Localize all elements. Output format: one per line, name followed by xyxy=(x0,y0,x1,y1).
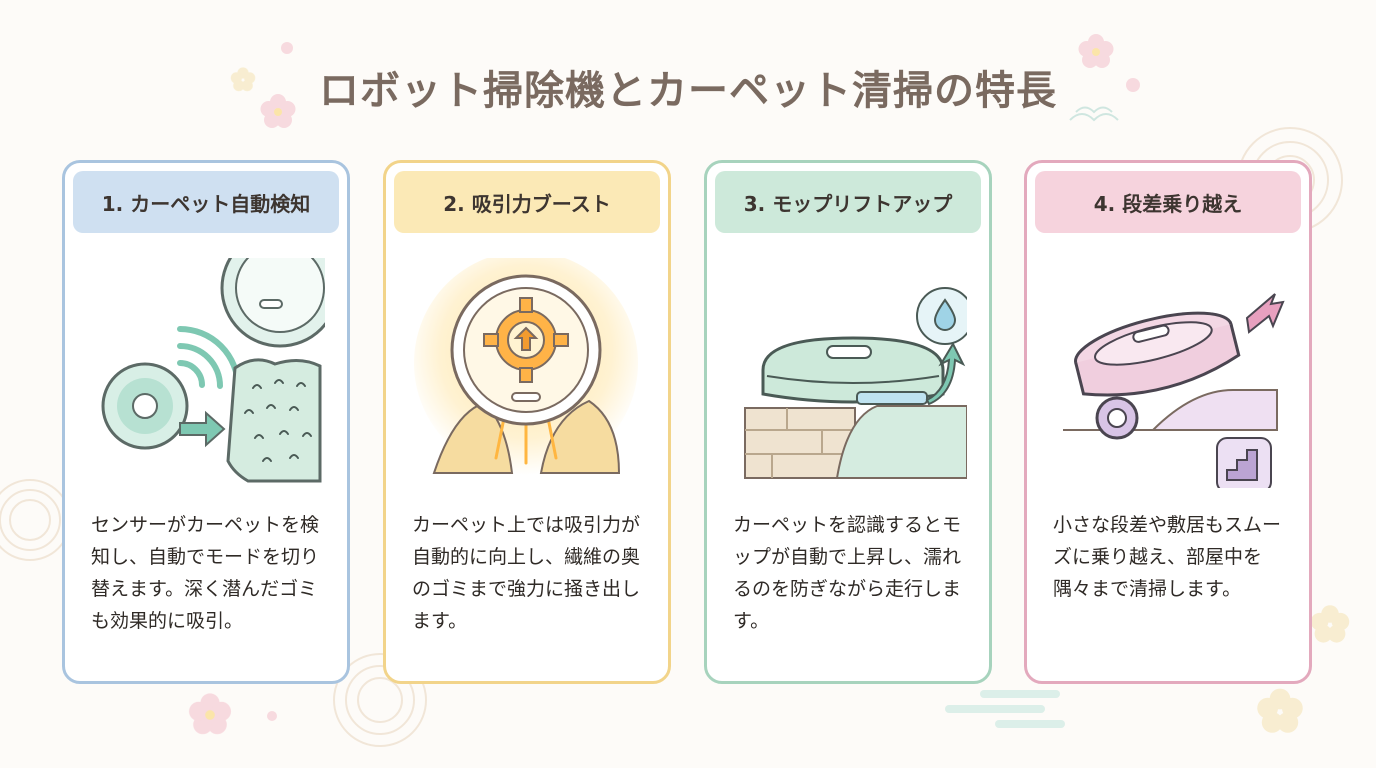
mop-lift-icon xyxy=(744,287,967,479)
feature-card-step-climb: 4. 段差乗り越え 小さな段差や敷居もスムーズに乗り越え、部屋中を隅々まで清掃し… xyxy=(1024,160,1312,684)
sakura-flower-icon xyxy=(1310,605,1350,643)
sakura-flower-icon xyxy=(1257,688,1303,733)
card-heading: 3. モップリフトアップ xyxy=(715,171,981,233)
feature-card-carpet-detect: 1. カーペット自動検知 センサーがカーペットを検知し、自動でモードを切り替えま… xyxy=(62,160,350,684)
card-description: カーペット上では吸引力が自動的に向上し、繊維の奥のゴミまで強力に掻き出します。 xyxy=(412,514,641,632)
sakura-flower-icon xyxy=(260,94,296,128)
step-climb-icon xyxy=(1063,293,1285,488)
carpet-sensor-icon xyxy=(101,258,325,483)
suction-boost-icon xyxy=(414,258,638,475)
card-heading: 1. カーペット自動検知 xyxy=(73,171,339,233)
card-heading: 4. 段差乗り越え xyxy=(1035,171,1301,233)
feature-card-mop-lift: 3. モップリフトアップ カーペットを認識するとモップが自動で上昇し、濡れるのを… xyxy=(704,160,992,684)
sakura-flower-icon xyxy=(189,693,231,735)
card-description: センサーがカーペットを検知し、自動でモードを切り替えます。深く潜んだゴミも効果的… xyxy=(91,514,320,632)
sakura-flower-icon xyxy=(230,67,256,92)
sakura-flower-icon xyxy=(1078,34,1114,68)
card-description: カーペットを認識するとモップが自動で上昇し、濡れるのを防ぎながら走行します。 xyxy=(733,514,962,632)
card-heading: 2. 吸引力ブースト xyxy=(394,171,660,233)
page-title: ロボット掃除機とカーペット清掃の特長 xyxy=(319,68,1057,114)
feature-card-suction-boost: 2. 吸引力ブースト xyxy=(383,160,671,684)
card-description: 小さな段差や敷居もスムーズに乗り越え、部屋中を隅々まで清掃します。 xyxy=(1053,514,1282,600)
